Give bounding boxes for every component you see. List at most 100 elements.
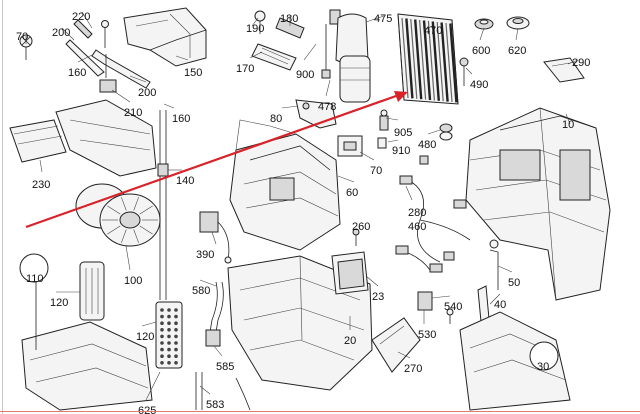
leader-line — [77, 53, 95, 63]
receiver-drier-part — [321, 9, 371, 103]
leader-line — [61, 27, 75, 41]
callout-label-100: 100 — [124, 275, 142, 287]
cover-plate-part — [371, 317, 421, 373]
evaporator-dot — [160, 308, 164, 312]
evaporator-dot — [174, 321, 178, 326]
leader-line — [213, 345, 223, 357]
evaporator-dot — [174, 328, 178, 332]
callout-label-23: 23 — [372, 291, 384, 303]
leader-line — [163, 103, 175, 109]
condenser-fin — [419, 19, 427, 100]
leader-lines — [25, 11, 579, 401]
callout-label-200: 200 — [138, 87, 156, 99]
heater-core-part — [229, 119, 341, 251]
callout-label-70: 70 — [16, 31, 28, 43]
leader-line — [211, 231, 217, 245]
blower-rib — [133, 197, 139, 211]
evaporator-dot — [160, 347, 164, 352]
leader-line — [141, 321, 157, 327]
leader-line — [39, 159, 43, 173]
callout-label-40: 40 — [494, 299, 506, 311]
condenser-fin — [440, 22, 449, 102]
callout-label-160: 160 — [172, 113, 190, 125]
evaporator-dot — [174, 354, 178, 359]
callout-label-120: 120 — [136, 331, 154, 343]
clip-part-540 — [417, 291, 454, 324]
drain-pipe-part — [157, 110, 169, 300]
callout-label-60: 60 — [346, 187, 358, 199]
leader-line — [199, 385, 211, 395]
sensor-part — [251, 17, 305, 71]
condenser-fin — [436, 21, 444, 102]
leader-line — [125, 245, 131, 271]
leader-line — [251, 17, 259, 27]
callout-label-220: 220 — [72, 11, 90, 23]
blower-rib — [107, 225, 121, 235]
leader-line — [515, 27, 519, 41]
callout-label-150: 150 — [184, 67, 202, 79]
evaporator-dot — [167, 347, 171, 352]
cabin-filter-part — [9, 119, 67, 163]
leader-line — [489, 293, 501, 305]
blower-rib — [133, 229, 139, 243]
grommet-part — [474, 16, 530, 30]
callout-label-170: 170 — [236, 63, 254, 75]
callout-label-530: 530 — [418, 329, 436, 341]
condenser-fin — [405, 18, 414, 99]
callout-label-580: 580 — [192, 285, 210, 297]
blower-rib — [139, 205, 153, 215]
condenser-fin — [449, 23, 458, 103]
blower-rib — [121, 197, 127, 211]
callout-label-620: 620 — [508, 45, 526, 57]
evaporator-dot — [160, 341, 164, 345]
leader-line — [281, 105, 299, 109]
callout-label-475: 475 — [374, 13, 392, 25]
leader-line — [387, 139, 399, 143]
leader-line — [497, 265, 513, 273]
condenser-fin — [431, 21, 440, 101]
callout-label-490: 490 — [470, 79, 488, 91]
callout-label-390: 390 — [196, 249, 214, 261]
bolt-part-260 — [352, 228, 360, 246]
vent-flap-part — [331, 251, 369, 295]
filter-cartridge-part — [79, 261, 105, 321]
evaporator-dot — [160, 354, 164, 359]
condenser-fin — [414, 19, 423, 100]
leader-line — [175, 55, 189, 61]
condenser-fin — [427, 20, 435, 101]
leader-line — [465, 67, 473, 75]
evaporator-dot — [167, 328, 171, 332]
callout-label-180: 180 — [280, 13, 298, 25]
leader-line — [303, 43, 317, 61]
evaporator-dot — [174, 334, 178, 339]
evaporator-dot — [174, 314, 178, 319]
callout-label-20: 20 — [344, 335, 356, 347]
callout-label-600: 600 — [472, 45, 490, 57]
callout-label-900: 900 — [296, 69, 314, 81]
evaporator-dot — [174, 347, 178, 352]
leader-line — [423, 25, 433, 31]
leader-line — [129, 75, 147, 83]
evaporator-part — [155, 301, 183, 369]
callout-label-10: 10 — [562, 119, 574, 131]
leader-line — [337, 175, 355, 183]
callout-label-478: 478 — [318, 101, 336, 113]
plug-part — [439, 123, 453, 141]
callout-label-625: 625 — [138, 405, 156, 414]
callout-label-470: 470 — [424, 25, 442, 37]
evaporator-dot — [160, 321, 164, 326]
wiring-harness-part — [395, 155, 471, 273]
air-duct-part — [123, 7, 207, 67]
condenser-fin — [422, 20, 432, 101]
blower-rib — [139, 225, 153, 235]
main-housing-part — [465, 107, 611, 301]
evaporator-dot — [160, 361, 164, 365]
leader-line — [325, 79, 331, 97]
callout-label-540: 540 — [444, 301, 462, 313]
callout-label-910: 910 — [392, 145, 410, 157]
blower-rib — [121, 229, 127, 243]
callout-label-120: 120 — [50, 297, 68, 309]
